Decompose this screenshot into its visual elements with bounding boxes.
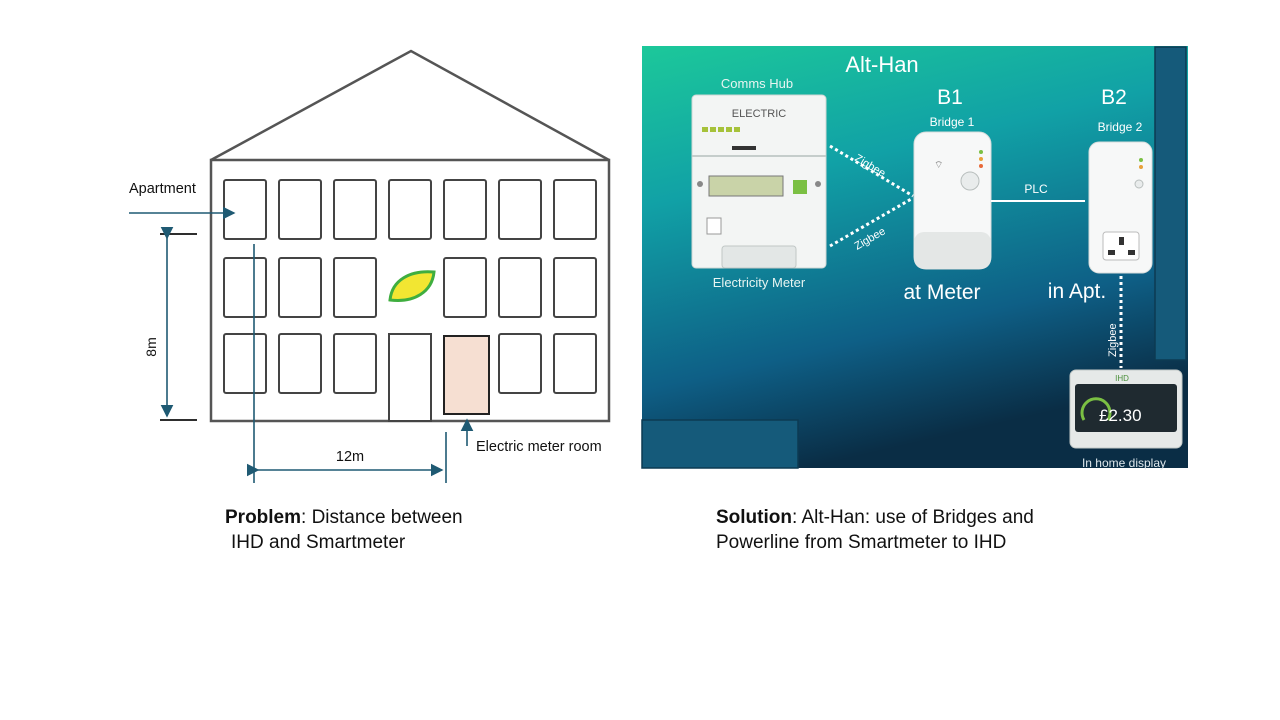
window: [278, 333, 322, 394]
cover-box-right: [1154, 46, 1187, 361]
electric-meter-room: [443, 335, 490, 415]
window: [333, 179, 377, 240]
window: [278, 179, 322, 240]
in-home-display: IHD £2.30: [1069, 369, 1183, 449]
bridge-2-device: [1088, 141, 1153, 274]
apartment-label: Apartment: [129, 181, 196, 197]
electricity-meter: ELECTRIC: [691, 94, 827, 269]
meter-room-label: Electric meter room: [476, 439, 602, 455]
window-grid: [223, 179, 597, 394]
alt-han-diagram: Alt-Han Comms Hub ELECTRIC Electricity M…: [641, 46, 1188, 470]
ihd-caption: In home display: [1082, 456, 1166, 470]
solution-line1: : Alt-Han: use of Bridges and: [791, 507, 1034, 528]
window: [333, 333, 377, 394]
solution-bold: Solution: [716, 507, 792, 528]
meter-lcd: [708, 175, 784, 197]
b1-sublabel: Bridge 1: [930, 115, 975, 129]
window: [223, 257, 267, 318]
problem-caption: Problem: Distance between IHD and Smartm…: [225, 505, 605, 555]
window: [498, 333, 542, 394]
meter-caption: Electricity Meter: [713, 275, 806, 290]
building-diagram: Apartment 8m 12m Electric meter room: [129, 49, 611, 483]
problem-line1: : Distance between: [301, 507, 463, 528]
bridge-1-device: ⌔: [913, 131, 992, 270]
window: [553, 179, 597, 240]
ihd-value: £2.30: [1099, 406, 1142, 425]
comms-hub-label: Comms Hub: [721, 76, 793, 91]
window: [223, 333, 267, 394]
b1-label: B1: [937, 86, 963, 109]
problem-line2: IHD and Smartmeter: [231, 532, 406, 553]
window: [223, 179, 267, 240]
alt-han-title: Alt-Han: [845, 52, 918, 77]
cover-box-bottom: [641, 419, 799, 469]
window: [553, 333, 597, 394]
zigbee-link-upper: [829, 144, 914, 198]
width-label: 12m: [336, 449, 364, 465]
zigbee-link-lower: [829, 196, 914, 248]
problem-bold: Problem: [225, 507, 302, 528]
window: [498, 257, 542, 318]
window: [333, 257, 377, 318]
solution-line2: Powerline from Smartmeter to IHD: [716, 532, 1007, 553]
window: [388, 179, 432, 240]
window: [443, 179, 487, 240]
in-apt-label: in Apt.: [1048, 280, 1106, 303]
ihd-header: IHD: [1115, 374, 1129, 383]
solution-caption: Solution: Alt-Han: use of Bridges and Po…: [716, 505, 1176, 555]
building-roof: [210, 49, 610, 162]
window: [498, 179, 542, 240]
b2-label: B2: [1101, 86, 1127, 109]
window: [443, 257, 487, 318]
meter-brand: ELECTRIC: [732, 108, 786, 120]
svg-text:⌔: ⌔: [934, 160, 943, 171]
leaf-logo-icon: [388, 270, 436, 302]
b2-sublabel: Bridge 2: [1098, 120, 1143, 134]
at-meter-label: at Meter: [903, 281, 980, 304]
building-door: [388, 333, 432, 422]
window: [553, 257, 597, 318]
zigbee-label-ihd: Zigbee: [1107, 323, 1119, 357]
height-label: 8m: [143, 337, 159, 356]
window: [278, 257, 322, 318]
plc-label: PLC: [1024, 182, 1048, 196]
